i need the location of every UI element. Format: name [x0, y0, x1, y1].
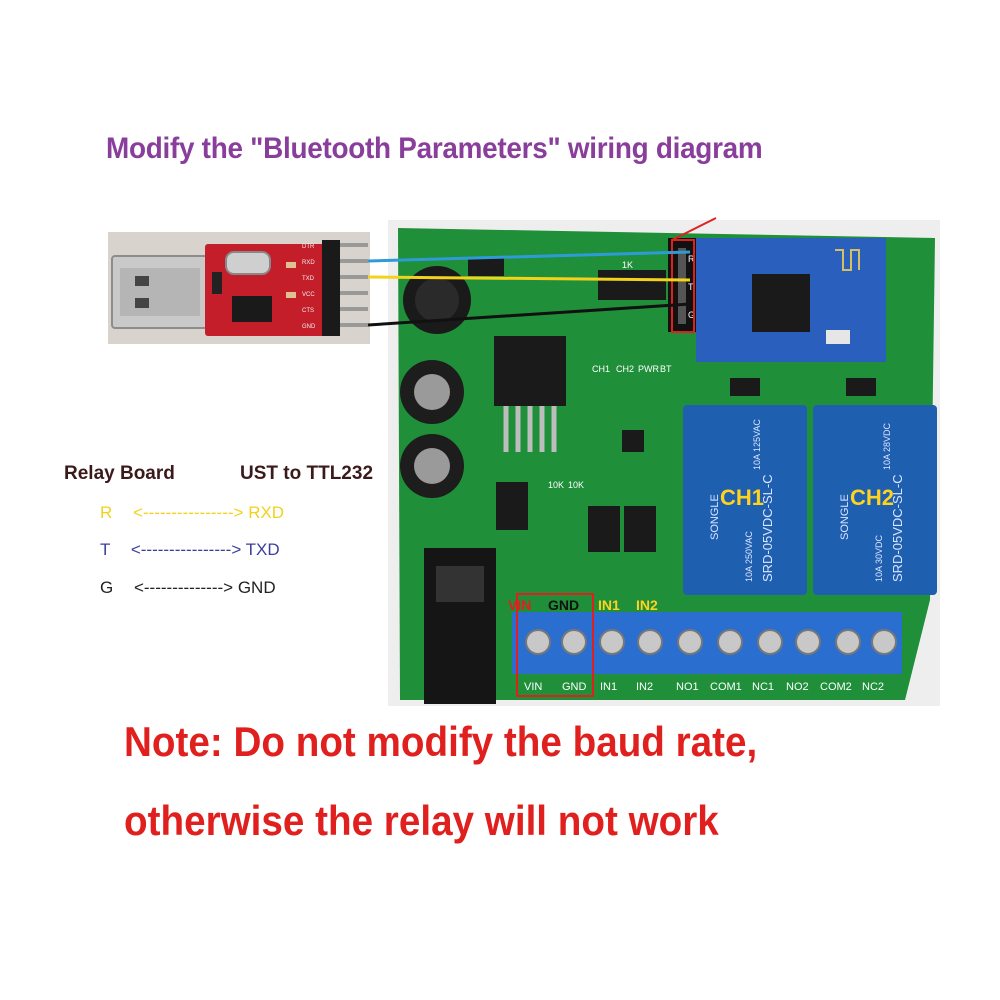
bt-chip [752, 274, 810, 332]
pin-label: TXD [302, 276, 315, 282]
regulator-chip [494, 336, 566, 406]
legend-left-pin: G [100, 578, 114, 597]
terminal-label: GND [562, 681, 587, 693]
terminal-highlight-label: IN2 [636, 597, 658, 613]
relay-ch2: CH2 SONGLE SRD-05VDC-SL-C 10A 30VDC 10A … [813, 405, 937, 595]
legend-left-header: Relay Board [64, 463, 175, 484]
led-label: CH1 [592, 364, 610, 374]
header-pins [322, 240, 368, 336]
terminal-highlight-label: GND [548, 597, 579, 613]
resistor-label: 10K [548, 480, 564, 490]
relay-rating: 10A 28VDC [882, 422, 892, 470]
terminal-label: NO1 [676, 681, 699, 693]
terminal-screws [525, 629, 897, 655]
relay-brand: SONGLE [839, 494, 851, 540]
terminal-label: COM2 [820, 681, 852, 693]
relay-channel-label: CH1 [720, 485, 764, 510]
terminal-label: IN2 [636, 681, 653, 693]
legend-arrow: <----------------> [130, 540, 242, 559]
pin-label: RXD [302, 260, 315, 266]
relay-model: SRD-05VDC-SL-C [890, 474, 905, 582]
terminal-highlight-label: VIN [508, 597, 531, 613]
pin-label: DTR [302, 244, 315, 250]
relay-rating: 10A 30VDC [874, 534, 884, 582]
uart-pin-label: G [688, 310, 695, 320]
terminal-label: IN1 [600, 681, 617, 693]
header-highlight-box [671, 239, 695, 333]
legend-right-pin: RXD [248, 503, 285, 522]
resistor-label: 1K [622, 260, 633, 270]
wire-blue [367, 250, 691, 263]
legend-arrow: <--------------> [133, 578, 234, 597]
relay-brand: SONGLE [709, 494, 721, 540]
legend-right-pin: TXD [245, 540, 280, 559]
led-label: PWR [638, 364, 659, 374]
relay-rating: 10A 250VAC [744, 531, 754, 582]
legend-left-pin: R [100, 503, 113, 522]
legend-right-pin: GND [237, 578, 276, 597]
crystal-icon [225, 251, 271, 275]
terminal-label: NC2 [862, 681, 884, 693]
terminal-label: NC1 [752, 681, 774, 693]
pin-label: CTS [302, 308, 314, 314]
optocoupler-icon [624, 506, 656, 552]
led-label: BT [660, 364, 672, 374]
legend-arrow: <----------------> [133, 503, 244, 522]
ic-chip [232, 296, 272, 322]
resistor-label: 10K [568, 480, 584, 490]
led-label: CH2 [616, 364, 634, 374]
uart-pin-label: T [688, 282, 694, 292]
wire-yellow [367, 275, 691, 282]
note-line-1: Note: Do not modify the baud rate, [124, 718, 758, 765]
relay-ch1: CH1 SONGLE SRD-05VDC-SL-C 10A 250VAC 10A… [683, 405, 807, 595]
optocoupler-icon [588, 506, 620, 552]
legend-left-pin: T [100, 540, 111, 559]
usb-ttl-module: DTR RXD TXD VCC CTS GND [108, 232, 370, 344]
relay-rating: 10A 125VAC [752, 419, 762, 470]
terminal-label: VIN [524, 681, 542, 693]
diagram-title: Modify the "Bluetooth Parameters" wiring… [106, 132, 763, 165]
pin-label: GND [302, 324, 316, 330]
wires [367, 250, 691, 327]
uart-pin-label: R [688, 254, 695, 264]
legend-row-g: G <--------------> GND [100, 578, 276, 598]
legend-right-header: UST to TTL232 [240, 463, 374, 484]
terminal-highlight-label: IN1 [598, 597, 620, 613]
relay-model: SRD-05VDC-SL-C [760, 474, 775, 582]
note-line-2: otherwise the relay will not work [124, 797, 719, 844]
terminal-label: NO2 [786, 681, 809, 693]
pin-label: VCC [302, 292, 315, 298]
ic-chip [598, 270, 666, 300]
relay-channel-label: CH2 [850, 485, 894, 510]
legend-row-t: T <----------------> TXD [100, 540, 280, 560]
legend-row-r: R <----------------> RXD [100, 503, 284, 523]
terminal-label: COM1 [710, 681, 742, 693]
highlight-box [516, 593, 594, 697]
relay-board: CH1 CH2 PWR BT 10K 10K 1K CH1 SONGLE SRD… [388, 217, 940, 706]
wire-black [367, 302, 691, 327]
